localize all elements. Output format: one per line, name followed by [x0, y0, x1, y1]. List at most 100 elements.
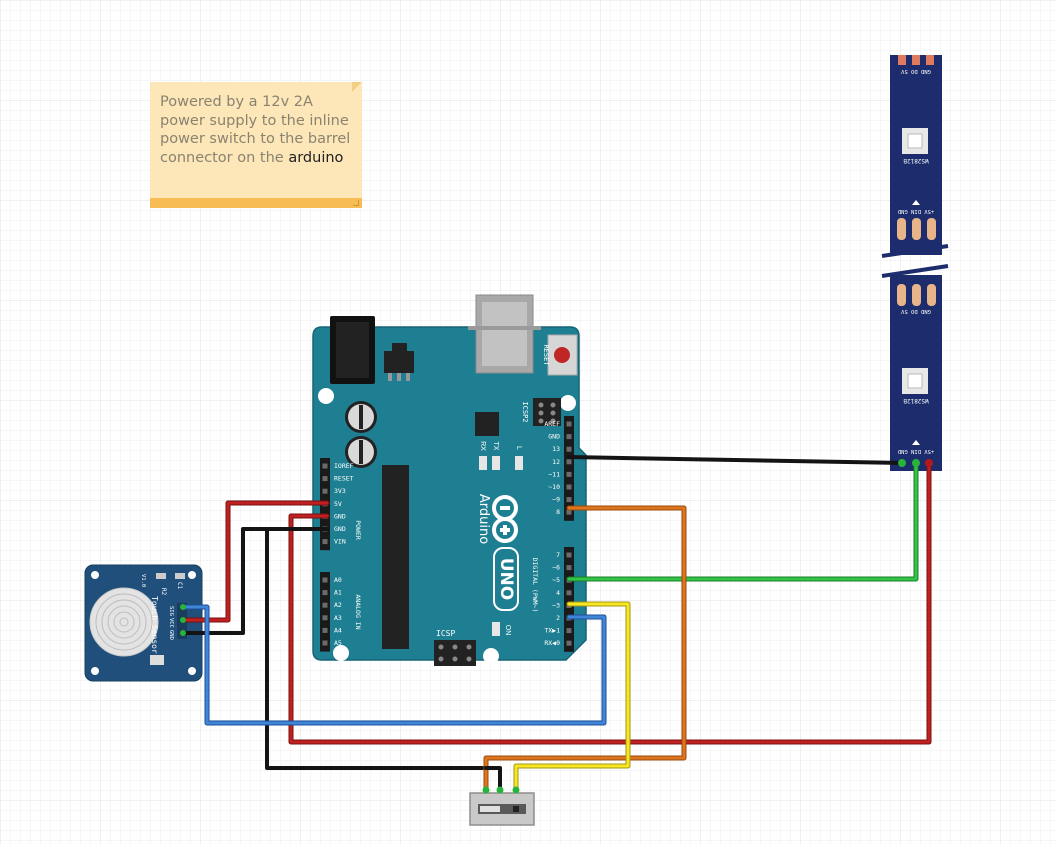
led-strip[interactable]: WS2812B WS2812B GND DO 5V +5V DIN GND GN…	[881, 55, 949, 471]
wire-black-gnd-switch	[265, 527, 488, 770]
pin-label: 3V3	[334, 487, 346, 495]
header-pin[interactable]	[322, 627, 328, 633]
touch-sensor-module[interactable]: Touch Sensor V1.0 R2 C1 SIG VCC GND	[84, 564, 203, 682]
tx-led	[492, 456, 500, 470]
reset-label: RESET	[542, 344, 550, 366]
header-pin[interactable]	[322, 590, 328, 596]
pin-label: GND	[548, 433, 560, 441]
pin-label: 13	[552, 445, 560, 453]
mount-hole	[333, 645, 349, 661]
header-pin[interactable]	[566, 509, 572, 515]
pin-label: A4	[334, 626, 342, 634]
touch-pin-gnd: GND	[168, 630, 174, 640]
tx-label: TX	[492, 442, 499, 451]
header-pin[interactable]	[566, 590, 572, 596]
power-header-label: POWER	[354, 520, 362, 540]
pin-label: A3	[334, 614, 342, 622]
header-pin[interactable]	[322, 615, 328, 621]
header-pin[interactable]	[322, 640, 328, 646]
pin-label: GND	[334, 512, 346, 520]
part-r2-label: R2	[160, 588, 167, 596]
pin-label: 4	[556, 589, 560, 597]
pin-label: ~5	[552, 576, 560, 584]
touch-sensor-version: V1.0	[140, 574, 146, 587]
note-text: Powered by a 12v 2A power supply to the …	[160, 93, 356, 167]
sticky-note[interactable]: Powered by a 12v 2A power supply to the …	[150, 82, 362, 208]
wire-black-strip-gnd	[567, 455, 904, 465]
slide-switch[interactable]	[469, 792, 535, 826]
part-c1-label: C1	[176, 582, 183, 590]
icsp2-label: ICSP2	[521, 401, 529, 422]
header-pin[interactable]	[322, 463, 328, 469]
header-pin[interactable]	[566, 552, 572, 558]
header-pin[interactable]	[566, 434, 572, 440]
header-pin[interactable]	[322, 577, 328, 583]
pin-label: A2	[334, 601, 342, 609]
on-led	[492, 622, 500, 636]
header-pin[interactable]	[566, 640, 572, 646]
touch-pad[interactable]	[89, 587, 159, 657]
led-chip-label: WS2812B	[903, 397, 929, 404]
pin-label: ~10	[548, 483, 560, 491]
digital-header-label: DIGITAL (PWM~)	[531, 558, 539, 613]
pin-label: GND	[334, 525, 346, 533]
icsp-label: ICSP	[436, 629, 455, 638]
pin-label: ~11	[548, 470, 560, 478]
l-led	[515, 456, 523, 470]
pin-label: ~6	[552, 564, 560, 572]
arduino-uno-board[interactable]: RESET ICSP2 RX TX L Arduino U	[312, 294, 587, 666]
pin-label: 12	[552, 458, 560, 466]
pin-label: IOREF	[334, 462, 354, 470]
header-pin[interactable]	[566, 471, 572, 477]
atmega-chip	[382, 465, 409, 649]
capacitor	[345, 436, 377, 468]
mount-hole	[483, 648, 499, 664]
strip-pad-label-mid: +5V DIN GND	[898, 208, 934, 214]
on-label: ON	[504, 625, 511, 636]
header-pin[interactable]	[322, 539, 328, 545]
reset-button[interactable]	[547, 334, 578, 376]
header-pin[interactable]	[322, 602, 328, 608]
pin-label: ~3	[552, 601, 560, 609]
pin-label: 5V	[334, 500, 342, 508]
header-pin[interactable]	[566, 565, 572, 571]
icsp-header	[434, 640, 476, 666]
header-pin[interactable]	[566, 484, 572, 490]
pin-label: VIN	[334, 538, 346, 546]
pin-label: RX◀0	[544, 639, 560, 647]
uno-badge: UNO	[493, 547, 519, 611]
note-highlight: arduino	[288, 149, 344, 166]
header-pin[interactable]	[322, 476, 328, 482]
strip-pad-label-mid2: GND DO 5V	[900, 308, 930, 314]
header-pin[interactable]	[566, 628, 572, 634]
header-pin[interactable]	[566, 421, 572, 427]
pin-header	[564, 416, 574, 521]
pin-label: 2	[556, 614, 560, 622]
led-chip-label: WS2812B	[903, 157, 929, 164]
capacitor	[345, 401, 377, 433]
pin-label: A5	[334, 639, 342, 647]
barrel-jack[interactable]	[330, 316, 375, 384]
header-pin[interactable]	[566, 459, 572, 465]
header-pin[interactable]	[566, 446, 572, 452]
resize-handle[interactable]	[353, 200, 359, 206]
rx-led	[479, 456, 487, 470]
pin-label: AREF	[544, 420, 560, 428]
pin-header	[564, 547, 574, 652]
chip	[150, 655, 164, 665]
pin-header	[320, 572, 330, 652]
rx-label: RX	[479, 441, 486, 451]
usb-connector[interactable]	[468, 294, 541, 374]
strip-pad-label-top: GND DO 5V	[900, 68, 930, 74]
header-pin[interactable]	[566, 497, 572, 503]
touch-pin-vcc: VCC	[168, 618, 174, 628]
pin-label: ~9	[552, 496, 560, 504]
capacitor	[175, 573, 185, 579]
header-pin[interactable]	[322, 488, 328, 494]
pin-label: A1	[334, 589, 342, 597]
led-pixel	[902, 368, 928, 394]
note-fold	[352, 82, 362, 92]
pin-label: TX▶1	[544, 627, 560, 635]
arduino-logo	[492, 495, 518, 543]
usb-chip	[475, 412, 499, 436]
